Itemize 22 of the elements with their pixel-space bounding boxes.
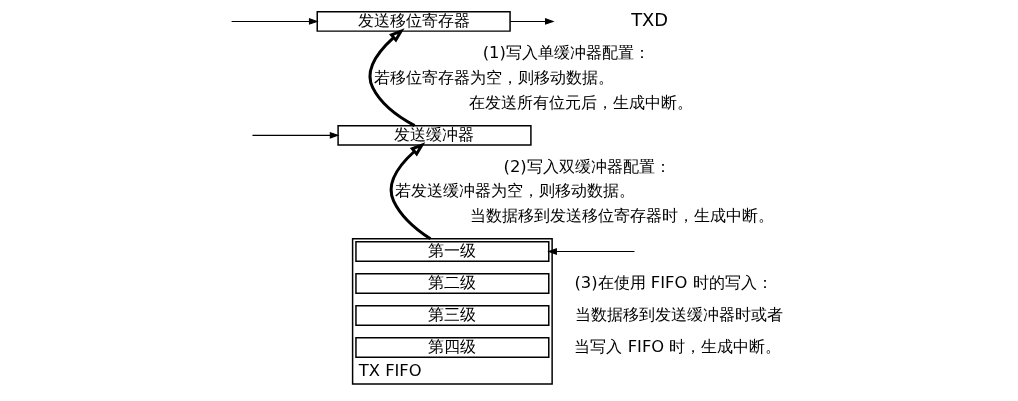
label: (1)写入单缓冲器配置： <box>482 43 650 63</box>
label: 在发送所有位元后，生成中断。 <box>469 92 694 112</box>
node-box: 第三级 <box>355 305 550 326</box>
arrow <box>547 248 635 255</box>
arrow <box>509 18 555 25</box>
label: 当写入 FIFO 时，生成中断。 <box>574 336 782 356</box>
label: (2)写入双缓冲器配置： <box>503 156 671 176</box>
label: (3)在使用 FIFO 时的写入： <box>574 272 773 292</box>
arrow <box>251 131 340 139</box>
node-box: 第四级 <box>355 337 550 358</box>
edge-label: 若发送缓冲器为空，则移动数据。 <box>395 181 636 201</box>
node-box: 第二级 <box>355 273 550 294</box>
arrow <box>389 142 432 241</box>
node-text: TXD <box>631 9 669 31</box>
label: 当数据移到发送缓冲器时或者 <box>574 304 783 324</box>
node-box: 第一级 <box>355 241 550 262</box>
node-box: 发送移位寄存器 <box>316 11 511 32</box>
edge-label: 若移位寄存器为空，则移动数据。 <box>374 67 615 87</box>
label: 当数据移到发送移位寄存器时，生成中断。 <box>470 205 775 225</box>
arrow <box>368 28 416 127</box>
arrow <box>231 18 319 25</box>
node-box: 发送缓冲器 <box>337 124 532 146</box>
